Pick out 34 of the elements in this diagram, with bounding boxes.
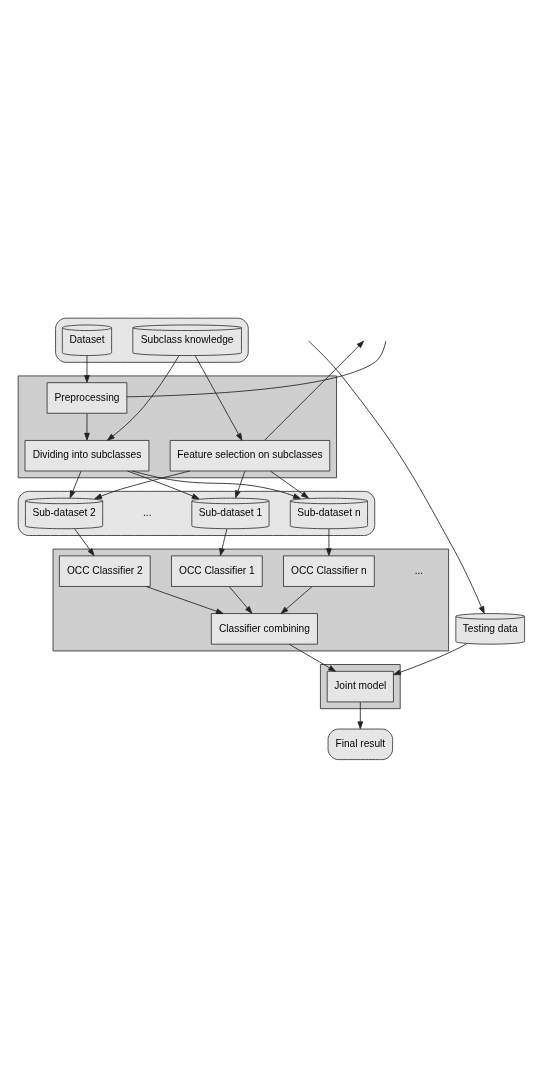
arrow (357, 701, 364, 729)
arrow (280, 585, 313, 614)
arrow (131, 470, 301, 499)
arrow (235, 470, 246, 498)
arrow (145, 585, 224, 614)
node-box: Classifier combining (210, 612, 318, 645)
arrow (270, 470, 309, 498)
node-box: Joint model (326, 670, 394, 702)
arrow (308, 340, 485, 614)
arrow (127, 470, 200, 499)
arrow (264, 340, 365, 441)
cluster (55, 317, 249, 363)
label: ... (414, 564, 424, 576)
arrow (107, 354, 180, 441)
arrow (84, 354, 90, 383)
arrow (74, 528, 95, 556)
node-box: OCC Classifier n (283, 554, 375, 587)
node-box: OCC Classifier 1 (171, 554, 263, 587)
label: ... (143, 506, 152, 518)
arrow (69, 470, 82, 498)
arrow (326, 528, 332, 556)
arrow (228, 585, 253, 614)
node-box: Preprocessing (46, 381, 128, 414)
arrow (393, 643, 467, 675)
node-box: Final result (327, 728, 393, 760)
arrow (288, 643, 336, 672)
arrow (194, 354, 243, 441)
node-box: Dividing into subclasses (24, 439, 150, 471)
arrow (94, 470, 191, 499)
node-box: OCC Classifier 2 (58, 554, 151, 587)
node-box: Feature selection on subclasses (169, 439, 331, 471)
arrow (219, 528, 228, 556)
connector (126, 340, 387, 397)
arrow (84, 412, 90, 440)
